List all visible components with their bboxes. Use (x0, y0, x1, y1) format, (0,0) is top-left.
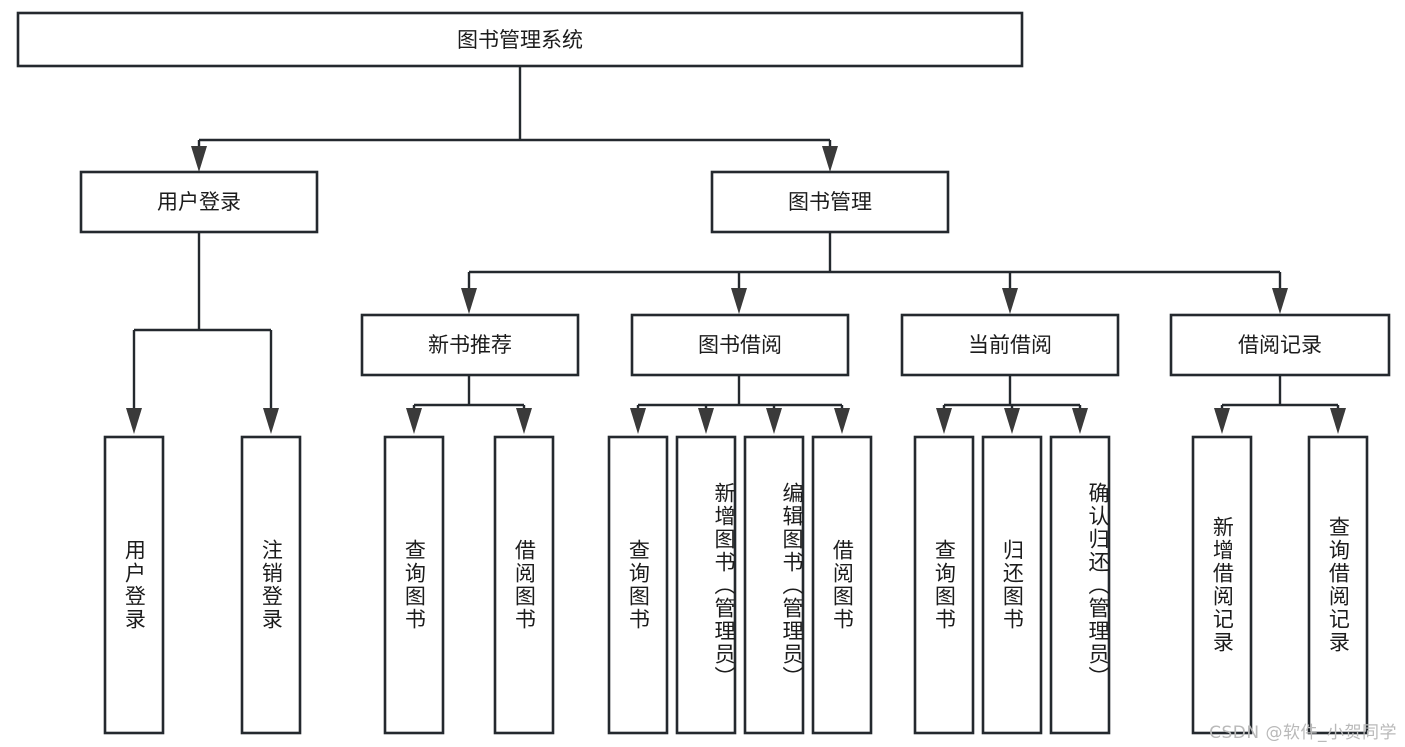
arrow-icon (731, 288, 747, 314)
node-book-management[interactable]: 图书管理 (710, 170, 950, 234)
node-borrow-record[interactable]: 借阅记录 (1169, 313, 1391, 377)
leaf-boxes (103, 435, 1369, 735)
node-root[interactable]: 图书管理系统 (16, 11, 1024, 68)
node-book-borrow-label: 图书借阅 (698, 333, 782, 357)
arrow-icon (822, 146, 838, 172)
node-book-borrow[interactable]: 图书借阅 (630, 313, 850, 377)
leaf-query-record-box[interactable] (1307, 435, 1369, 735)
node-book-management-box[interactable] (710, 170, 950, 234)
leaf-query-book-2-box[interactable] (607, 435, 669, 735)
arrow-icon (1272, 288, 1288, 314)
node-user-login[interactable]: 用户登录 (79, 170, 319, 234)
connector-group-new-book-recommend (406, 375, 532, 434)
connector-group-book-management (461, 232, 1288, 314)
watermark: CSDN @软件_小贺同学 (1209, 723, 1397, 743)
connector-group-book-borrow (630, 375, 850, 434)
node-new-book-recommend-box[interactable] (360, 313, 580, 377)
leaf-query-book-1-box[interactable] (383, 435, 445, 735)
connector-group-user-login (126, 232, 279, 434)
leaf-return-book-box[interactable] (981, 435, 1043, 735)
leaf-borrow-book-2-box[interactable] (811, 435, 873, 735)
leaf-logout-box[interactable] (240, 435, 302, 735)
arrow-icon (263, 408, 279, 434)
node-root-label: 图书管理系统 (457, 28, 583, 52)
connector-group-current-borrow (936, 375, 1088, 434)
node-new-book-recommend[interactable]: 新书推荐 (360, 313, 580, 377)
arrow-icon (406, 408, 422, 434)
connector-group-borrow-record (1214, 375, 1346, 434)
arrow-icon (516, 408, 532, 434)
arrow-icon (191, 146, 207, 172)
leaf-add-book-box[interactable] (675, 435, 737, 735)
arrow-icon (1330, 408, 1346, 434)
leaf-user-login-box[interactable] (103, 435, 165, 735)
node-user-login-label: 用户登录 (157, 190, 241, 214)
arrow-icon (834, 408, 850, 434)
node-user-login-box[interactable] (79, 170, 319, 234)
node-current-borrow-box[interactable] (900, 313, 1120, 377)
leaf-query-book-3-box[interactable] (913, 435, 975, 735)
leaf-borrow-book-1-box[interactable] (493, 435, 555, 735)
node-borrow-record-label: 借阅记录 (1238, 333, 1322, 357)
arrow-icon (1004, 408, 1020, 434)
arrow-icon (126, 408, 142, 434)
node-new-book-recommend-label: 新书推荐 (428, 333, 512, 357)
arrow-icon (1214, 408, 1230, 434)
arrow-icon (1002, 288, 1018, 314)
connector-group-root (191, 66, 838, 172)
arrow-icon (936, 408, 952, 434)
node-root-box[interactable] (16, 11, 1024, 68)
arrow-icon (698, 408, 714, 434)
leaf-edit-book-box[interactable] (743, 435, 805, 735)
node-current-borrow[interactable]: 当前借阅 (900, 313, 1120, 377)
node-book-borrow-box[interactable] (630, 313, 850, 377)
node-borrow-record-box[interactable] (1169, 313, 1391, 377)
node-current-borrow-label: 当前借阅 (968, 333, 1052, 357)
leaf-confirm-return-box[interactable] (1049, 435, 1111, 735)
node-book-management-label: 图书管理 (788, 190, 872, 214)
arrow-icon (1072, 408, 1088, 434)
leaf-add-record-box[interactable] (1191, 435, 1253, 735)
arrow-icon (630, 408, 646, 434)
arrow-icon (766, 408, 782, 434)
arrow-icon (461, 288, 477, 314)
